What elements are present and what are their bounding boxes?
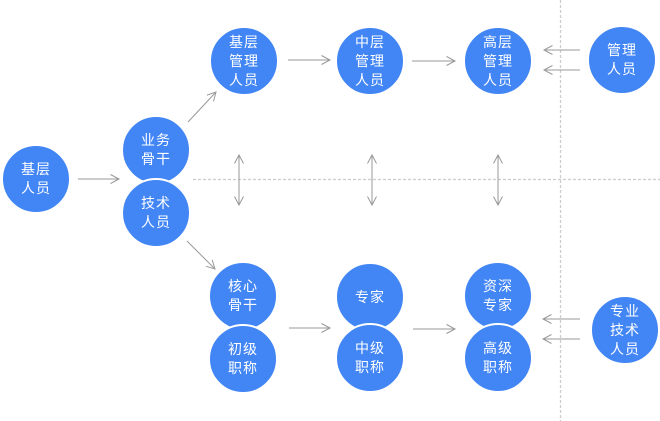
node-expert: 专家 xyxy=(335,262,405,332)
node-intermediate-title: 中级 职称 xyxy=(335,323,405,393)
node-technical-staff: 技术 人员 xyxy=(121,178,191,248)
node-junior-manager: 基层 管理 人员 xyxy=(209,26,279,96)
node-basic-staff: 基层 人员 xyxy=(1,144,71,214)
node-label: 中层 管理 人员 xyxy=(355,33,385,88)
node-label: 基层 管理 人员 xyxy=(229,33,259,88)
node-label: 中级 职称 xyxy=(355,340,385,375)
node-senior-title: 高级 职称 xyxy=(463,323,533,393)
node-label: 基层 人员 xyxy=(21,161,51,196)
node-label: 高级 职称 xyxy=(483,340,513,375)
node-professional-technical-staff: 专业 技术 人员 xyxy=(590,295,660,365)
arrow-backbone-to-junior-manager xyxy=(187,91,217,123)
node-label: 资深 专家 xyxy=(483,278,513,313)
node-label: 专业 技术 人员 xyxy=(610,302,640,357)
node-label: 初级 职称 xyxy=(228,341,258,376)
node-core-backbone: 核心 骨干 xyxy=(208,261,278,331)
node-label: 管理 人员 xyxy=(607,42,637,77)
node-label: 技术 人员 xyxy=(141,195,171,230)
node-label: 业务 骨干 xyxy=(141,132,171,167)
node-management-staff: 管理 人员 xyxy=(587,25,657,95)
arrow-tech-to-core-backbone xyxy=(186,240,216,270)
node-label: 核心 骨干 xyxy=(228,278,258,313)
node-junior-title: 初级 职称 xyxy=(208,324,278,394)
node-business-backbone: 业务 骨干 xyxy=(121,115,191,185)
node-label: 高层 管理 人员 xyxy=(483,33,513,88)
node-senior-manager: 高层 管理 人员 xyxy=(463,26,533,96)
node-middle-manager: 中层 管理 人员 xyxy=(335,26,405,96)
node-label: 专家 xyxy=(355,288,385,305)
node-senior-expert: 资深 专家 xyxy=(463,261,533,331)
